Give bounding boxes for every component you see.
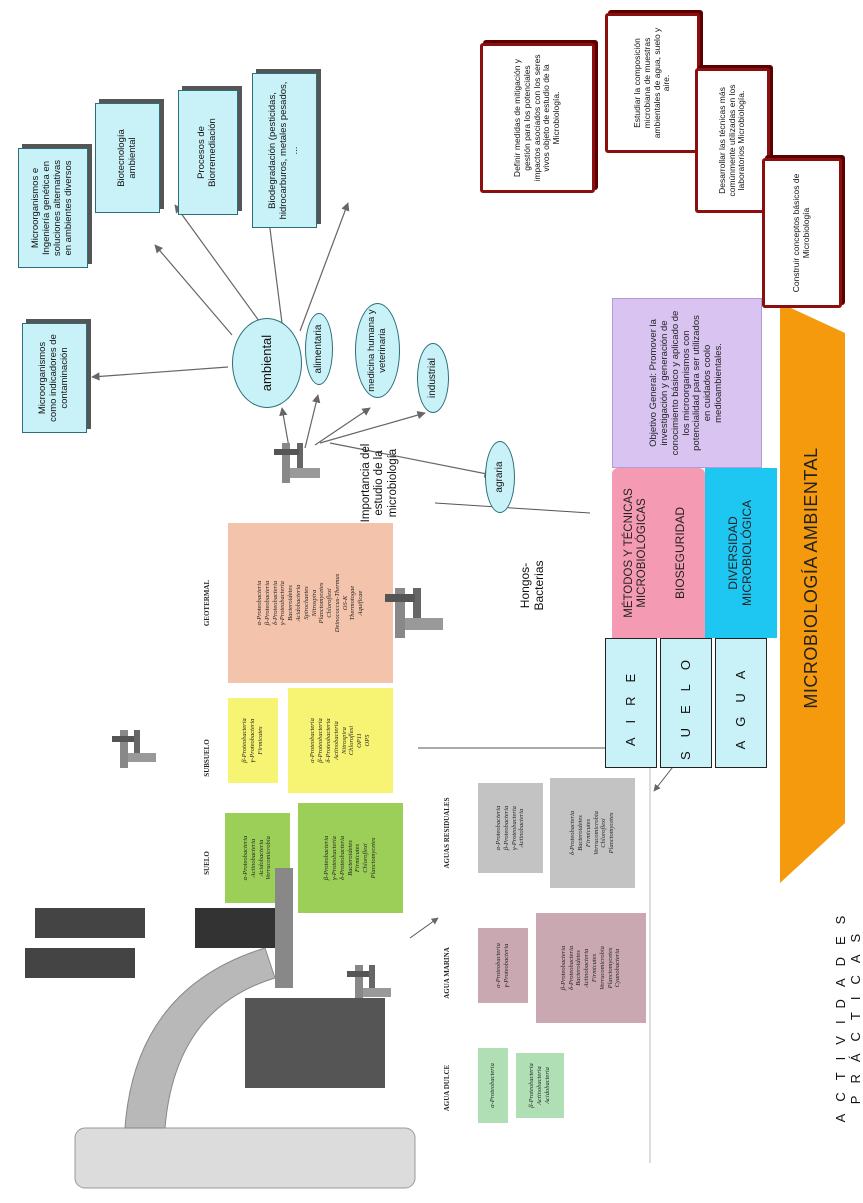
arrow-biodegradacion bbox=[299, 202, 350, 332]
arrow-medicina bbox=[314, 407, 371, 446]
arrow-industrial bbox=[319, 411, 426, 444]
microscope-large-icon bbox=[25, 868, 416, 1189]
microscope-icon bbox=[274, 443, 320, 483]
microscope-icon bbox=[385, 588, 443, 638]
arrow-agua-marina bbox=[409, 917, 439, 939]
arrow-agraria bbox=[329, 442, 493, 478]
microscope-icon bbox=[112, 730, 156, 768]
line-importancia-center bbox=[434, 502, 591, 514]
arrow-alimentaria bbox=[304, 394, 321, 449]
arrow-contaminacion bbox=[91, 366, 229, 381]
arrow-biotecnologia bbox=[174, 204, 263, 326]
title-band-shape bbox=[780, 303, 845, 883]
arrow-biorremediacion bbox=[264, 212, 283, 324]
microscope-icon bbox=[347, 965, 391, 1003]
arrow-ingenieria bbox=[154, 244, 233, 336]
